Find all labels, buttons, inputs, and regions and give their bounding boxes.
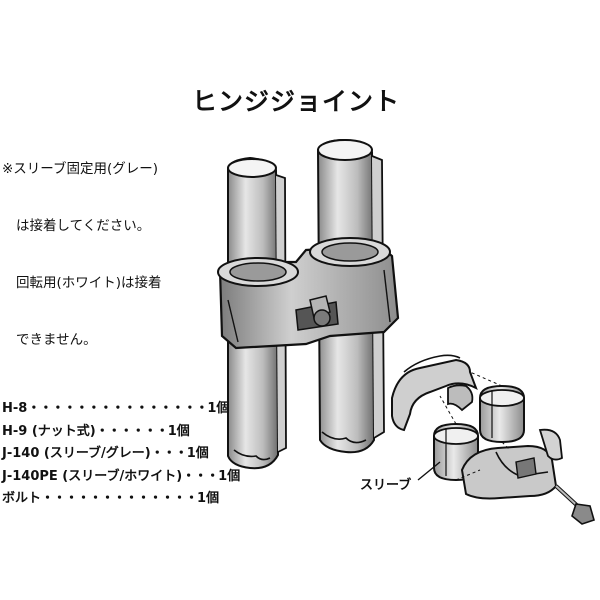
parts-list-item: H-8 ・・・・・・・・・・・・・・・ 1個 <box>2 398 240 421</box>
parts-list-item: J-140 (スリーブ/グレー) ・・・ 1個 <box>2 443 240 466</box>
note-line: ※スリーブ固定用(グレー) <box>2 161 159 177</box>
part-quantity: 1個 <box>207 401 230 416</box>
exploded-sleeve-right <box>479 384 525 444</box>
sleeve-label: スリーブ <box>360 478 412 493</box>
assembled-hinge-joint <box>217 237 400 350</box>
exploded-bolt <box>554 484 595 525</box>
note-line: 回転用(ホワイト)は接着 <box>16 275 162 291</box>
note-line: できません。 <box>16 332 97 348</box>
parts-list: H-8 ・・・・・・・・・・・・・・・ 1個 H-9 (ナット式) ・・・・・・… <box>2 398 240 511</box>
part-quantity: 1個 <box>197 491 220 506</box>
part-name: H-8 <box>2 401 28 416</box>
adhesive-note: ※スリーブ固定用(グレー) は接着してください。 回転用(ホワイト)は接着 でき… <box>2 122 162 388</box>
part-leader-dots: ・・・ <box>150 446 188 461</box>
assembly-guide-lines <box>439 371 511 481</box>
part-leader-dots: ・・・・・・・・・・・・・ <box>41 491 198 506</box>
exploded-upper-bracket <box>391 354 478 432</box>
parts-list-item: J-140PE (スリーブ/ホワイト) ・・・ 1個 <box>2 466 240 489</box>
parts-list-item: ボルト ・・・・・・・・・・・・・ 1個 <box>2 488 240 511</box>
part-quantity: 1個 <box>218 468 241 484</box>
part-quantity: 1個 <box>186 446 209 461</box>
part-leader-dots: ・・・ <box>182 468 219 484</box>
part-quantity: 1個 <box>167 423 190 439</box>
part-name: H-9 (ナット式) <box>2 423 96 439</box>
part-name: J-140PE (スリーブ/ホワイト) <box>2 468 183 484</box>
part-leader-dots: ・・・・・・・・・・・・・・・ <box>27 401 208 416</box>
part-name: J-140 (スリーブ/グレー) <box>2 446 151 461</box>
diagram-title: ヒンジジョイント <box>192 87 401 116</box>
exploded-lower-bracket <box>460 428 563 500</box>
parts-list-item: H-9 (ナット式) ・・・・・・ 1個 <box>2 421 240 444</box>
part-leader-dots: ・・・・・・ <box>95 423 169 439</box>
note-line: は接着してください。 <box>16 218 151 234</box>
sleeve-pointer-line <box>417 461 441 481</box>
part-name: ボルト <box>2 491 42 506</box>
